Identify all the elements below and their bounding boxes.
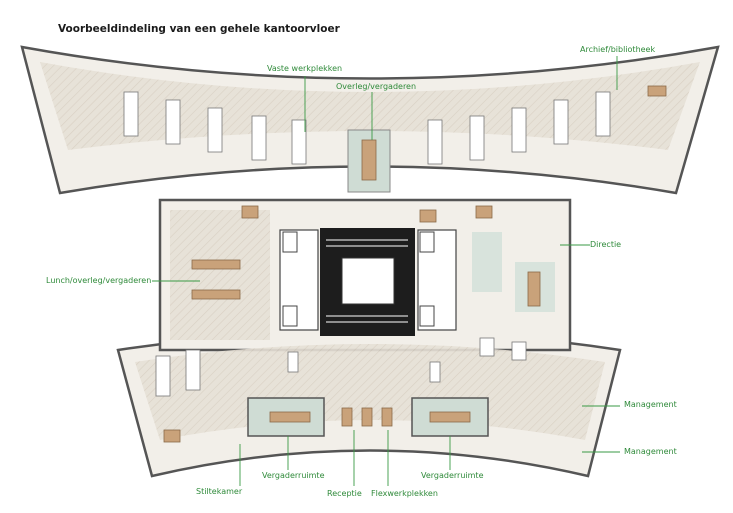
label-management-2: Management xyxy=(624,447,677,456)
desk-clusters xyxy=(123,91,611,397)
core xyxy=(279,228,457,336)
label-management-1: Management xyxy=(624,400,677,409)
label-directie: Directie xyxy=(590,240,622,249)
label-overleg-vergaderen: Overleg/vergaderen xyxy=(336,82,417,91)
label-vergaderruimte-left: Vergaderruimte xyxy=(262,471,325,480)
label-lunch-overleg-vergaderen: Lunch/overleg/vergaderen xyxy=(46,276,152,285)
label-archief-bibliotheek: Archief/bibliotheek xyxy=(580,45,656,54)
leader-lines xyxy=(152,56,620,486)
label-vaste-werkplekken: Vaste werkplekken xyxy=(267,64,343,73)
page-title: Voorbeeldindeling van een gehele kantoor… xyxy=(58,23,340,35)
label-flexwerkplekken: Flexwerkplekken xyxy=(371,489,438,498)
tables xyxy=(163,85,667,443)
label-stiltekamer: Stiltekamer xyxy=(196,487,243,496)
label-vergaderruimte-right: Vergaderruimte xyxy=(421,471,484,480)
label-receptie: Receptie xyxy=(327,489,362,498)
